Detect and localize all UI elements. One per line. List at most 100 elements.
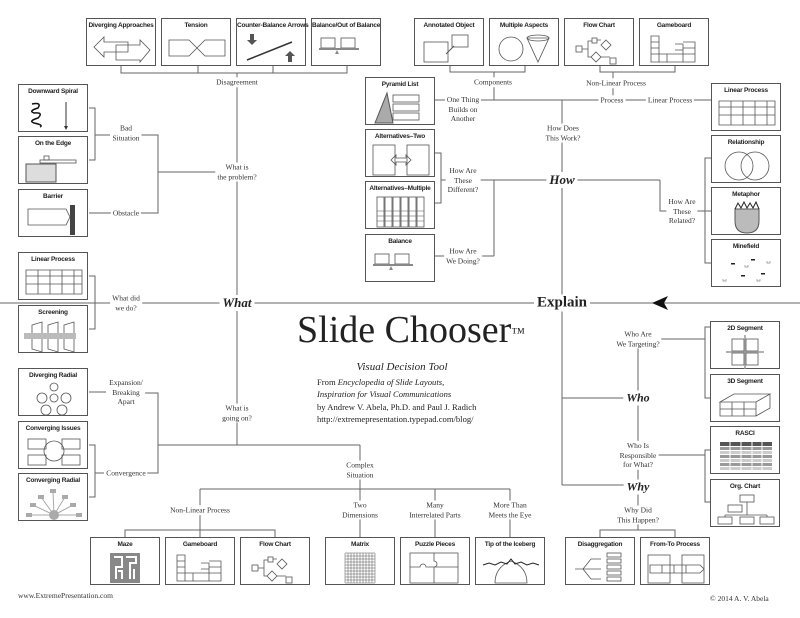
card-diverging-approaches[interactable]: Diverging Approaches (86, 18, 156, 66)
tension-arrows-icon (168, 39, 226, 57)
card-rasci[interactable]: RASCI (710, 426, 780, 474)
gameboard-icon (650, 35, 696, 63)
card-relationship[interactable]: Relationship (711, 135, 781, 183)
card-on-the-edge[interactable]: On the Edge (18, 136, 88, 184)
credits: From Encyclopedia of Slide Layouts, Insp… (317, 376, 476, 425)
footer-website[interactable]: www.ExtremePresentation.com (18, 591, 113, 600)
card-balance[interactable]: Balance (365, 234, 435, 282)
card-2d-segment[interactable]: 2D Segment (710, 321, 780, 369)
card-title: Counter-Balance Arrows (237, 22, 309, 29)
edge-icon (25, 155, 77, 183)
card-title: Gameboard (656, 22, 692, 29)
card-pyramid-list[interactable]: Pyramid List (365, 77, 435, 125)
card-screening[interactable]: Screening (18, 305, 88, 353)
minefield-icon (722, 259, 771, 282)
counter-balance-icon (246, 34, 295, 62)
card-barrier[interactable]: Barrier (18, 189, 88, 237)
card-title: Minefield (732, 243, 760, 250)
credits-url[interactable]: http://extremepresentation.typepad.com/b… (317, 413, 474, 424)
label-one-thing: One Thing Builds on Another (444, 94, 482, 124)
card-title: Pyramid List (381, 81, 419, 88)
credits-book: Encyclopedia of Slide Layouts, (337, 377, 445, 387)
title-text: Slide Chooser (297, 309, 512, 351)
card-disaggregation[interactable]: Disaggregation (565, 537, 635, 585)
card-multiple-aspects[interactable]: Multiple Aspects (489, 18, 559, 66)
card-converging-issues[interactable]: Converging Issues (18, 421, 88, 469)
label-two-dim: Two Dimensions (340, 500, 380, 520)
card-matrix[interactable]: Matrix (325, 537, 395, 585)
card-counter-balance-arrows[interactable]: Counter-Balance Arrows (236, 18, 309, 66)
maze-icon (110, 553, 140, 583)
card-tip-of-the-iceberg[interactable]: Tip of the Iceberg (475, 537, 545, 585)
card-title: On the Edge (34, 140, 72, 147)
spiral-icon (31, 102, 68, 130)
flow-chart-icon (575, 37, 617, 65)
puzzle-icon (409, 552, 459, 584)
from-to-icon (647, 554, 705, 584)
label-more-than: More Than Meets the Eye (486, 500, 534, 520)
subtitle: Visual Decision Tool (356, 361, 448, 373)
card-gameboard[interactable]: Gameboard (165, 537, 235, 585)
label-process: Process (598, 95, 626, 105)
card-title: Alternatives–Multiple (369, 185, 431, 192)
card-alternatives-multiple[interactable]: Alternatives–Multiple (365, 181, 435, 229)
balance-scale-icon (319, 37, 359, 54)
annotated-object-icon (423, 34, 469, 63)
card-title: Matrix (351, 541, 369, 548)
label-disagreement: Disagreement (214, 77, 260, 87)
label-what-did: What did we do? (110, 293, 142, 313)
card-title: Gameboard (182, 541, 218, 548)
card-flow-chart[interactable]: Flow Chart (240, 537, 310, 585)
card-title: 3D Segment (727, 378, 763, 385)
card-puzzle-pieces[interactable]: Puzzle Pieces (400, 537, 470, 585)
card-title: Metaphor (732, 191, 760, 198)
label-what-problem: What is the problem? (215, 162, 259, 182)
card-title: Disaggregation (577, 541, 623, 548)
credits-authors: by Andrew V. Abela, Ph.D. and Paul J. Ra… (317, 401, 477, 412)
card-minefield[interactable]: Minefield (711, 239, 781, 287)
credits-book-subtitle: Inspiration for Visual Communications (317, 389, 452, 400)
card-balance-out-of-balance[interactable]: Balance/Out of Balance (311, 18, 381, 66)
quadrant-icon (726, 335, 764, 369)
card-annotated-object[interactable]: Annotated Object (414, 18, 484, 66)
card-flow-chart[interactable]: Flow Chart (564, 18, 634, 66)
iceberg-icon (482, 558, 540, 584)
footer-copyright: © 2014 A. V. Abela (710, 594, 769, 603)
card-converging-radial[interactable]: Converging Radial (18, 473, 88, 521)
radial-fan-icon (26, 489, 82, 520)
card-title: Tension (184, 22, 208, 29)
label-expansion: Expansion/ Breaking Apart (107, 377, 145, 407)
card-title: Tip of the Iceberg (484, 541, 536, 548)
gameboard-icon (176, 554, 222, 582)
card-title: RASCI (735, 430, 755, 437)
circle-cone-icon (498, 34, 550, 63)
card-from-to-process[interactable]: From-To Process (640, 537, 710, 585)
card-linear-process[interactable]: Linear Process (711, 83, 781, 131)
hub-why: Why (623, 479, 653, 495)
label-who-resp: Who Is Responsible for What? (617, 440, 659, 470)
radial-icon (36, 382, 72, 416)
card-tension[interactable]: Tension (161, 18, 231, 66)
label-who-target: Who Are We Targeting? (614, 329, 662, 349)
card-title: Converging Issues (25, 425, 81, 432)
card-title: Diverging Approaches (88, 22, 154, 29)
card-title: Linear Process (724, 87, 768, 94)
card-downward-spiral[interactable]: Downward Spiral (18, 84, 88, 132)
card-gameboard[interactable]: Gameboard (639, 18, 709, 66)
card-alternatives-two[interactable]: Alternatives–Two (365, 129, 435, 177)
diverging-arrows-icon (93, 36, 151, 64)
card-diverging-radial[interactable]: Diverging Radial (18, 368, 88, 416)
card-title: Multiple Aspects (499, 22, 549, 29)
label-how-related: How Are These Related? (666, 196, 698, 226)
card-3d-segment[interactable]: 3D Segment (710, 374, 780, 422)
card-linear-process[interactable]: Linear Process (18, 252, 88, 300)
card-org-chart[interactable]: Org. Chart (710, 479, 780, 527)
card-metaphor[interactable]: Metaphor (711, 187, 781, 235)
label-why-happen: Why Did This Happen? (615, 505, 661, 525)
card-maze[interactable]: Maze (90, 537, 160, 585)
card-title: Barrier (43, 193, 63, 200)
table-icon (720, 442, 772, 472)
barrier-icon (27, 205, 75, 235)
label-what-going-on: What is going on? (220, 403, 254, 423)
